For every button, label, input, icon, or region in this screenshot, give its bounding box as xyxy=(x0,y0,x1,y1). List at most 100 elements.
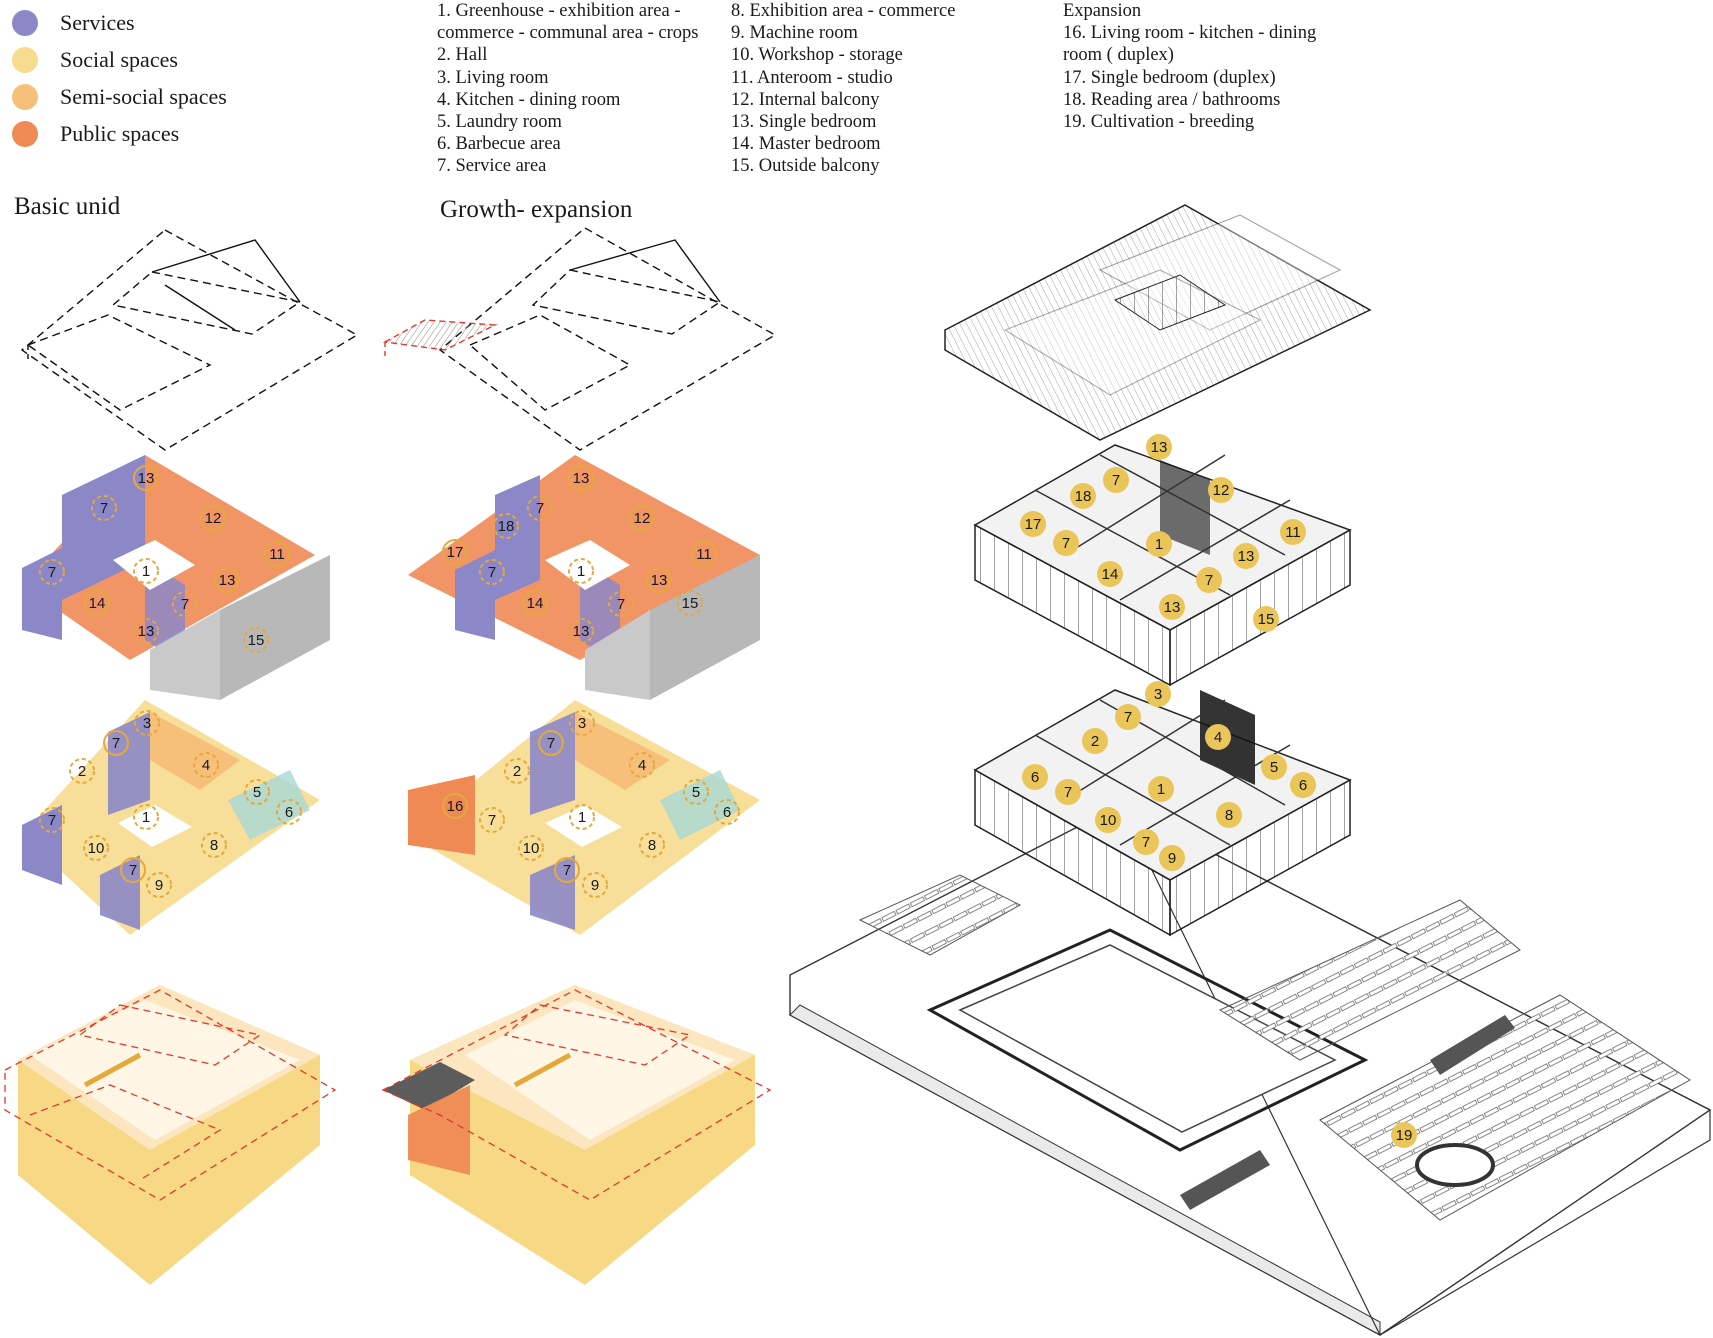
axo-site-badges: 19 xyxy=(1391,1122,1417,1148)
room-number-label: 10 xyxy=(88,840,105,857)
room-number-label: 15 xyxy=(248,632,265,649)
legend-item-social: Social spaces xyxy=(12,41,227,78)
room-number-badge: 19 xyxy=(1391,1122,1417,1148)
room-number-badge: 7 xyxy=(172,591,198,617)
room-number-badge: 1 xyxy=(568,558,594,584)
room-number-label: 11 xyxy=(269,546,285,563)
room-number-badge: 3 xyxy=(1145,681,1171,707)
basic-upper-floor xyxy=(22,455,330,700)
room-number-label: 2 xyxy=(1091,733,1099,750)
room-number-label: 7 xyxy=(617,596,625,613)
room-number-label: 15 xyxy=(682,595,699,612)
room-number-badge: 5 xyxy=(683,779,709,805)
key-entry: 3. Living room xyxy=(437,67,549,88)
room-number-label: 17 xyxy=(1025,516,1042,533)
room-number-badge: 7 xyxy=(1053,530,1079,556)
key-entry: 14. Master bedroom xyxy=(731,134,881,155)
room-number-label: 7 xyxy=(488,564,496,581)
key-entry: 19. Cultivation - breeding xyxy=(1063,112,1255,133)
room-number-label: 7 xyxy=(547,735,555,752)
room-number-label: 13 xyxy=(651,572,668,589)
room-number-label: 6 xyxy=(1299,777,1307,794)
room-number-badge: 7 xyxy=(39,807,65,833)
legend-label: Semi-social spaces xyxy=(60,83,227,109)
room-number-label: 7 xyxy=(48,812,56,829)
key-entry: 6. Barbecue area xyxy=(437,134,561,155)
room-number-badge: 5 xyxy=(1261,754,1287,780)
room-number-badge: 13 xyxy=(1159,594,1185,620)
room-number-label: 7 xyxy=(100,500,108,517)
room-number-badge: 4 xyxy=(629,752,655,778)
room-number-label: 19 xyxy=(1396,1127,1413,1144)
legend-label: Public spaces xyxy=(60,120,180,146)
room-number-badge: 9 xyxy=(146,872,172,898)
room-number-badge: 13 xyxy=(1146,434,1172,460)
room-number-label: 12 xyxy=(634,510,651,527)
room-number-badge: 9 xyxy=(1159,845,1185,871)
room-number-badge: 12 xyxy=(1208,477,1234,503)
growth-upper-floor xyxy=(408,455,760,700)
room-number-badge: 13 xyxy=(214,567,240,593)
room-number-badge: 10 xyxy=(518,835,544,861)
legend-label: Social spaces xyxy=(60,46,178,72)
room-number-badge: 6 xyxy=(276,799,302,825)
room-number-label: 1 xyxy=(1157,781,1165,798)
room-number-badge: 8 xyxy=(639,832,665,858)
room-number-label: 7 xyxy=(48,564,56,581)
room-number-badge: 15 xyxy=(1253,606,1279,632)
room-number-badge: 11 xyxy=(264,541,290,567)
room-number-label: 8 xyxy=(210,837,218,854)
room-number-label: 13 xyxy=(573,623,590,640)
room-number-label: 7 xyxy=(488,812,496,829)
legend-swatch-social xyxy=(12,46,38,73)
room-number-badge: 4 xyxy=(193,752,219,778)
room-number-label: 8 xyxy=(1225,807,1233,824)
title-basic-unit: Basic unid xyxy=(14,193,121,220)
room-number-label: 1 xyxy=(1155,536,1163,553)
room-number-label: 4 xyxy=(638,757,646,774)
room-number-badge: 15 xyxy=(677,590,703,616)
room-number-label: 17 xyxy=(447,544,464,561)
room-number-label: 13 xyxy=(138,623,155,640)
room-number-badge: 6 xyxy=(714,799,740,825)
axo-site-plinth xyxy=(789,803,1712,1336)
room-number-badge: 13 xyxy=(1233,543,1259,569)
key-entry: 8. Exhibition area - commerce xyxy=(731,1,956,21)
room-number-label: 7 xyxy=(1112,472,1120,489)
room-number-label: 13 xyxy=(1238,548,1255,565)
room-number-label: 13 xyxy=(1151,439,1168,456)
key-entry: commerce - communal area - crops xyxy=(437,23,699,44)
room-number-badge: 7 xyxy=(1133,829,1159,855)
room-number-label: 13 xyxy=(573,470,590,487)
room-number-badge: 7 xyxy=(479,807,505,833)
room-number-badge: 6 xyxy=(1290,772,1316,798)
room-number-label: 3 xyxy=(1154,686,1162,703)
key-entry: 17. Single bedroom (duplex) xyxy=(1063,67,1276,88)
room-number-label: 10 xyxy=(1100,812,1117,829)
growth-volume xyxy=(381,985,772,1285)
room-number-label: 4 xyxy=(202,757,210,774)
room-number-label: 6 xyxy=(723,804,731,821)
title-growth-expansion: Growth- expansion xyxy=(440,196,633,223)
room-number-badge: 13 xyxy=(646,567,672,593)
key-entry: 12. Internal balcony xyxy=(731,89,880,110)
room-number-badge: 6 xyxy=(1022,764,1048,790)
room-number-badge: 8 xyxy=(201,832,227,858)
room-number-badge: 7 xyxy=(608,591,634,617)
room-number-label: 18 xyxy=(498,518,515,535)
room-number-label: 12 xyxy=(1213,482,1230,499)
key-entry: 4. Kitchen - dining room xyxy=(437,89,621,110)
room-number-label: 7 xyxy=(1064,784,1072,801)
key-entry: 13. Single bedroom xyxy=(731,112,877,133)
room-number-badge: 12 xyxy=(200,505,226,531)
key-entry: room ( duplex) xyxy=(1063,45,1174,66)
room-number-badge: 9 xyxy=(582,872,608,898)
axo-roof xyxy=(944,204,1372,441)
room-number-label: 6 xyxy=(285,804,293,821)
room-number-label: 10 xyxy=(523,840,540,857)
key-entry: 5. Laundry room xyxy=(437,112,562,133)
room-number-label: 7 xyxy=(1142,834,1150,851)
